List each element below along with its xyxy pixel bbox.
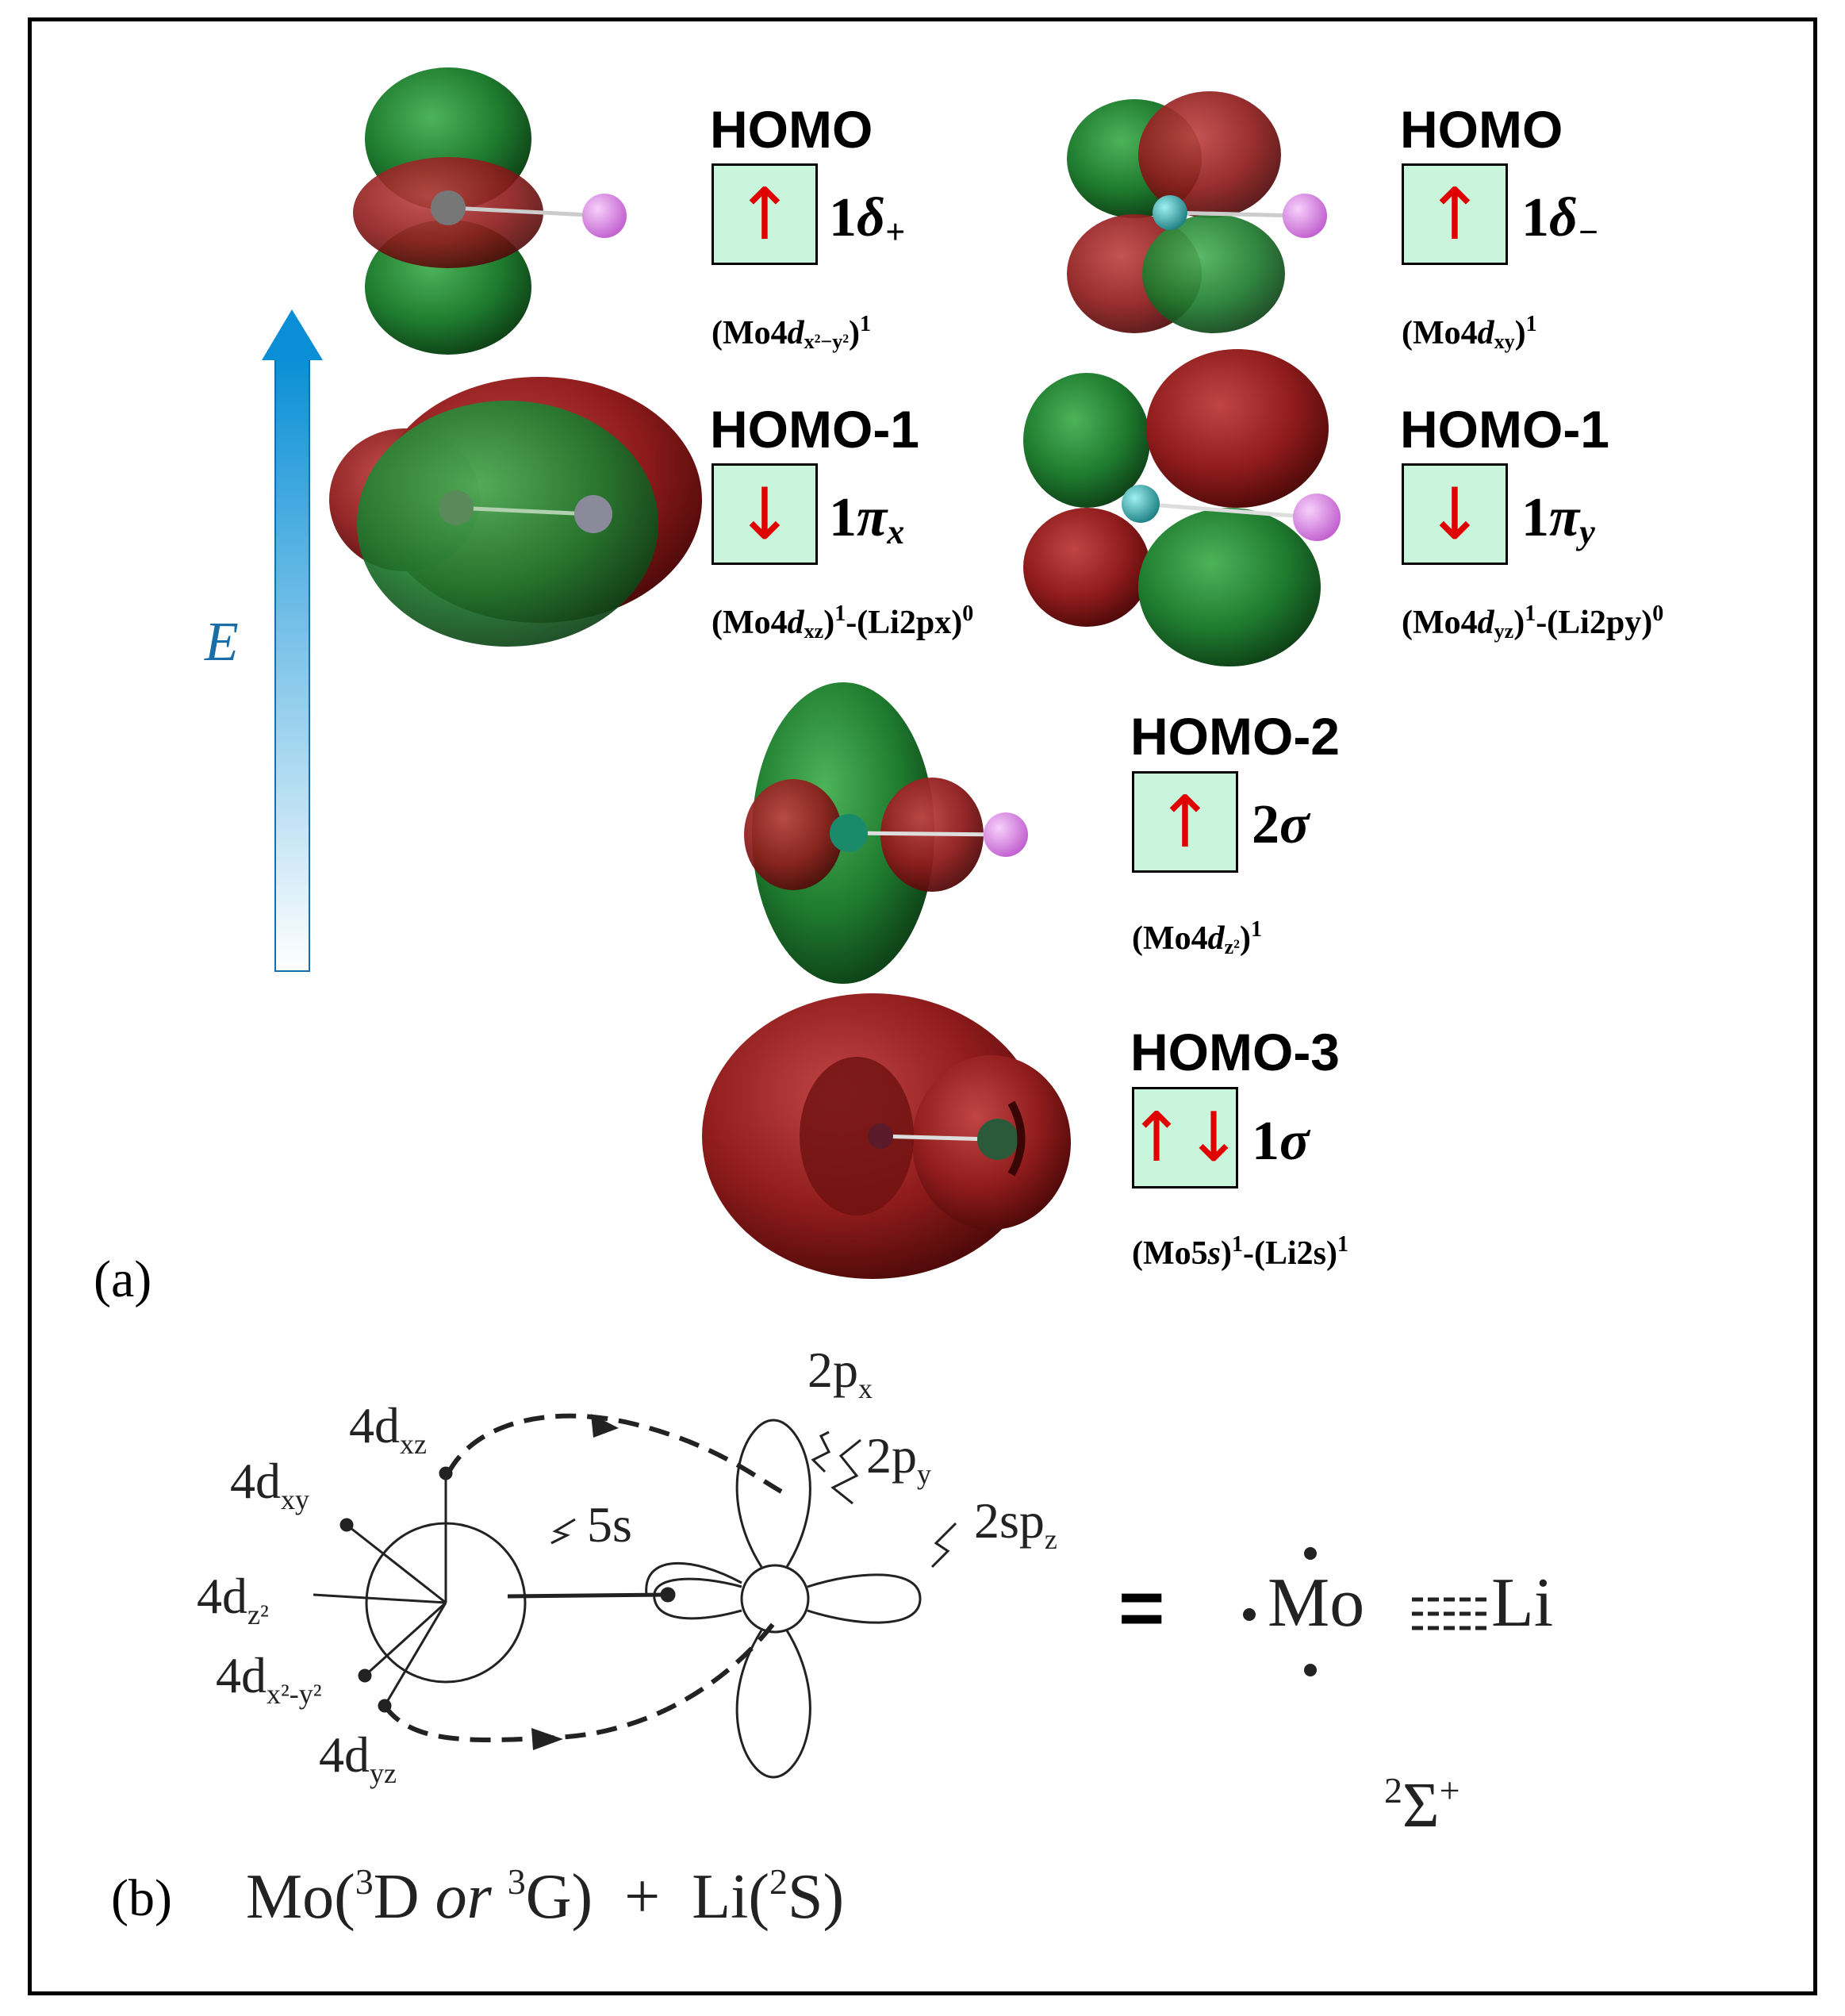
electron-box [1402,463,1508,565]
equals-sign: = [1118,1564,1165,1653]
li-atom-diagram [339,1419,922,1779]
orbital-title: HOMO [710,100,873,159]
orbital-title: HOMO-3 [1130,1023,1340,1081]
orbital-symmetry-label: 1πy [1521,487,1595,551]
orbital-label-2py: 2py [866,1427,931,1490]
orbital-title: HOMO-2 [1130,707,1340,766]
orbital-configuration: (Mo4dxz)1-(Li2px)0 [712,601,974,643]
orbital-label-4dxz: 4dxz [349,1397,427,1460]
mo-li-bond-lines [1412,1597,1487,1630]
orbital-configuration: (Mo4dz²)1 [1132,917,1262,958]
panel-label-b: (b) [111,1869,172,1927]
orbital-homo-delta-minus [1067,91,1327,333]
orbital-configuration: (Mo4dxy)1 [1402,312,1537,353]
orbital-label-2px: 2px [807,1342,873,1404]
product-li: Li [1491,1565,1554,1642]
orbital-symmetry-label: 1δ− [1521,187,1599,252]
orbital-label-4dxy: 4dxy [230,1453,309,1515]
energy-arrow [262,309,323,972]
electron-spin-arrow: ↑↓ [1127,1098,1243,1177]
orbital-label-2spz: 2spz [974,1492,1057,1555]
orbital-title: HOMO-1 [1400,400,1609,459]
pointer-squiggles [550,1430,957,1569]
orbital-homo2-sigma [744,682,1028,984]
electron-box [712,163,818,265]
orbital-homo1-pi-x [329,377,702,647]
electron-box [712,463,818,565]
orbital-configuration: (Mo4dyz)1-(Li2py)0 [1402,601,1664,643]
orbital-homo1-pi-y [1023,349,1341,666]
orbital-configuration: (Mo5s)1-(Li2s)1 [1132,1232,1348,1272]
figure-frame [28,17,1817,1995]
radical-dots [1243,1547,1317,1676]
orbital-label-4dz2: 4dz² [197,1568,269,1630]
electron-spin-arrow: ↓ [735,472,795,556]
dashed-arrowheads [531,1414,619,1750]
electron-spin-arrow: ↑ [735,172,795,256]
orbital-title: HOMO [1400,100,1563,159]
electron-box [1402,163,1508,265]
orbital-label-4dyz: 4dyz [319,1726,397,1789]
orbital-homo3-sigma [702,993,1071,1279]
orbital-label-5s: 5s [587,1496,632,1553]
dashed-bond-arrows [382,1413,783,1743]
term-symbol: 2Σ+ [1384,1770,1460,1841]
orbital-configuration: (Mo4dx²−y²)1 [712,312,872,353]
reactants-equation: Mo(3D or 3G) + Li(2S) [246,1861,845,1932]
orbital-symmetry-label: 1δ+ [829,187,905,252]
orbital-symmetry-label: 1πx [829,487,905,551]
energy-axis-label: E [205,612,239,673]
orbital-symmetry-label: 2σ [1252,794,1310,855]
electron-box [1132,1087,1238,1188]
panel-label-a: (a) [94,1250,152,1308]
orbital-symmetry-label: 1σ [1252,1111,1310,1172]
orbital-homo-delta-plus [353,67,627,355]
orbital-label-4dx2y2: 4dx²-y² [216,1647,322,1710]
product-mo: Mo [1268,1565,1365,1642]
electron-spin-arrow: ↑ [1155,780,1215,864]
orbital-title: HOMO-1 [710,400,919,459]
electron-spin-arrow: ↓ [1425,472,1485,556]
mo-atom-diagram [313,1473,669,1707]
electron-spin-arrow: ↑ [1425,172,1485,256]
electron-box [1132,771,1238,873]
